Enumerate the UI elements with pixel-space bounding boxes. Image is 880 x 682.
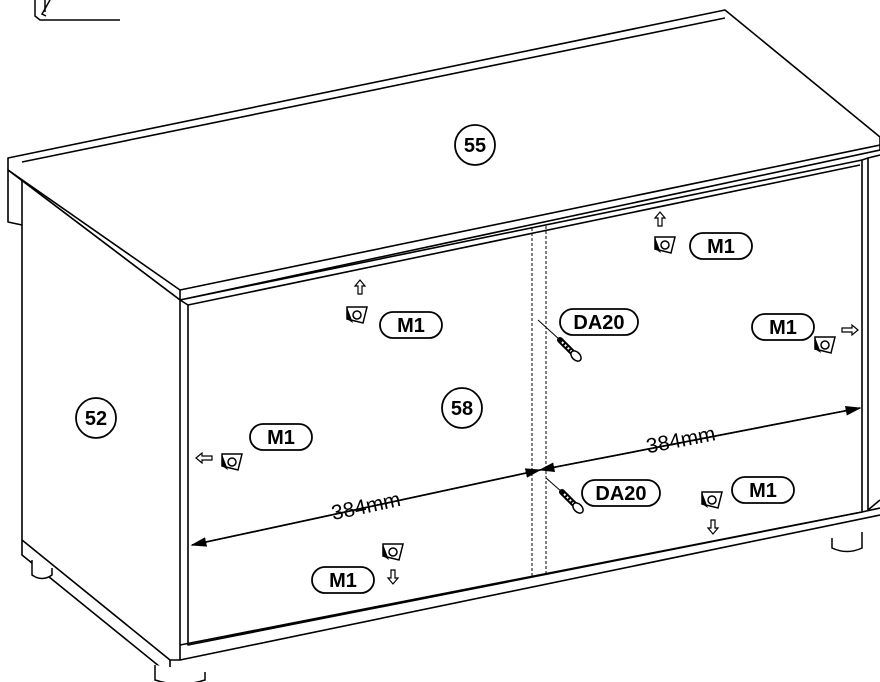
svg-text:M1: M1 (267, 427, 295, 449)
fitting-tag-m1-top-right: M1 (689, 232, 753, 260)
svg-text:M1: M1 (769, 317, 797, 339)
svg-text:DA20: DA20 (595, 483, 646, 505)
cabinet-body (7, 9, 880, 676)
fitting-tag-m1-left: M1 (249, 423, 313, 451)
svg-text:52: 52 (85, 408, 107, 430)
cam-lock-icon (654, 236, 676, 254)
part-label-58: 58 (441, 387, 483, 429)
fitting-tag-da20-bottom: DA20 (581, 479, 661, 507)
svg-text:M1: M1 (397, 315, 425, 337)
cam-lock-icon (814, 336, 836, 354)
direction-arrow-icon (195, 211, 859, 585)
part-label-55: 55 (454, 124, 496, 166)
dimension-line-right (538, 406, 862, 472)
dimension-line-left (190, 468, 542, 547)
fitting-tag-m1-bottom-left: M1 (311, 566, 375, 594)
cam-lock-icon (382, 543, 404, 561)
fitting-tag-da20-top: DA20 (559, 308, 639, 336)
svg-text:M1: M1 (329, 570, 357, 592)
svg-text:DA20: DA20 (573, 312, 624, 334)
fitting-tag-m1-bottom-right: M1 (731, 476, 795, 504)
svg-text:M1: M1 (749, 480, 777, 502)
fitting-tag-m1-right: M1 (751, 313, 815, 341)
cabinet-feet (31, 532, 863, 682)
previous-step-fragment (34, 0, 120, 21)
cam-lock-icon (701, 491, 723, 509)
svg-text:58: 58 (451, 398, 473, 420)
cam-lock-icon (346, 306, 368, 324)
part-label-52: 52 (75, 397, 117, 439)
svg-text:55: 55 (464, 135, 486, 157)
fitting-tag-m1-top-left: M1 (379, 311, 443, 339)
svg-text:M1: M1 (707, 236, 735, 258)
center-divider (531, 226, 547, 578)
cam-lock-icon (221, 453, 243, 471)
